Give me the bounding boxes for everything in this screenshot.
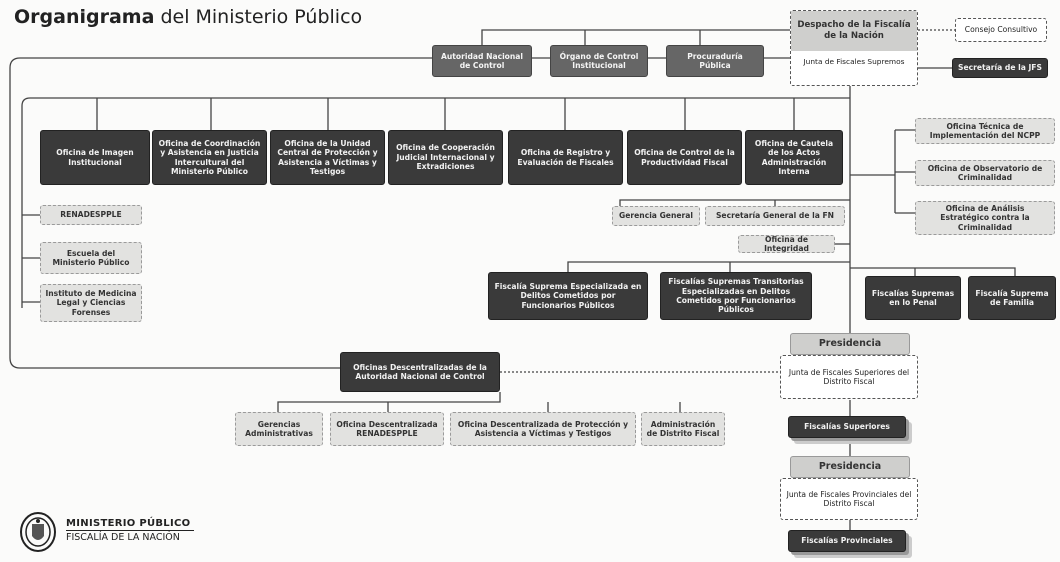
oficina-tecnica-ncpp: Oficina Técnica de Implementación del NC… (915, 118, 1055, 144)
presidencia-superior: Presidencia (790, 333, 910, 355)
oficina-analisis: Oficina de Análisis Estratégico contra l… (915, 201, 1055, 235)
organo-control: Órgano de Control Institucional (550, 45, 648, 77)
junta-supremos-label: Junta de Fiscales Supremos (803, 57, 905, 66)
junta-fiscales-superiores: Junta de Fiscales Superiores del Distrit… (780, 355, 918, 399)
escuela-ministerio: Escuela del Ministerio Público (40, 242, 142, 274)
title-bold: Organigrama (14, 6, 155, 28)
coat-of-arms-icon (20, 512, 56, 552)
despacho-label: Despacho de la Fiscalía de la Nación (791, 11, 917, 51)
oficina-control-productividad: Oficina de Control de la Productividad F… (627, 130, 742, 185)
presidencia-provincial: Presidencia (790, 456, 910, 478)
page-title: Organigrama del Ministerio Público (14, 6, 362, 28)
oficina-cautela: Oficina de Cautela de los Actos Administ… (745, 130, 843, 185)
consejo-consultivo: Consejo Consultivo (955, 18, 1047, 42)
oficina-integridad: Oficina de Integridad (738, 235, 835, 253)
oficina-descentralizada-proteccion: Oficina Descentralizada de Protección y … (450, 412, 636, 446)
gerencias-administrativas: Gerencias Administrativas (235, 412, 323, 446)
administracion-distrito: Administración de Distrito Fiscal (641, 412, 725, 446)
oficina-coordinacion: Oficina de Coordinación y Asistencia en … (152, 130, 267, 185)
oficina-proteccion-victimas: Oficina de la Unidad Central de Protecci… (270, 130, 385, 185)
autoridad-nacional-control: Autoridad Nacional de Control (432, 45, 532, 77)
fiscalias-supremas-penal: Fiscalías Supremas en lo Penal (865, 276, 961, 320)
fiscalias-superiores: Fiscalías Superiores (788, 416, 906, 438)
instituto-medicina-legal: Instituto de Medicina Legal y Ciencias F… (40, 284, 142, 322)
renadespple: RENADESPPLE (40, 205, 142, 225)
fiscalia-suprema-familia: Fiscalía Suprema de Familia (968, 276, 1056, 320)
oficina-imagen: Oficina de Imagen Institucional (40, 130, 150, 185)
ministerio-logo: MINISTERIO PÚBLICO FISCALÍA DE LA NACIÓN (18, 512, 208, 552)
junta-fiscales-provinciales: Junta de Fiscales Provinciales del Distr… (780, 478, 918, 520)
gerencia-general: Gerencia General (612, 206, 700, 226)
logo-line2: FISCALÍA DE LA NACIÓN (66, 532, 180, 543)
secretaria-general-fn: Secretaría General de la FN (705, 206, 845, 226)
title-rest: del Ministerio Público (154, 6, 363, 28)
procuraduria: Procuraduría Pública (666, 45, 764, 77)
despacho-fiscalia: Despacho de la Fiscalía de la Nación Jun… (790, 10, 918, 86)
logo-rule (66, 530, 194, 531)
fiscalia-suprema-especializada: Fiscalía Suprema Especializada en Delito… (488, 272, 648, 320)
oficina-registro: Oficina de Registro y Evaluación de Fisc… (508, 130, 623, 185)
fiscalias-supremas-transitorias: Fiscalías Supremas Transitorias Especial… (660, 272, 812, 320)
logo-line1: MINISTERIO PÚBLICO (66, 518, 191, 529)
fiscalias-provinciales: Fiscalías Provinciales (788, 530, 906, 552)
oficina-descentralizada-renadespple: Oficina Descentralizada RENADESPPLE (330, 412, 444, 446)
oficinas-descentralizadas: Oficinas Descentralizadas de la Autorida… (340, 352, 500, 392)
secretaria-jfs: Secretaría de la JFS (952, 58, 1048, 78)
oficina-cooperacion: Oficina de Cooperación Judicial Internac… (388, 130, 503, 185)
oficina-observatorio: Oficina de Observatorio de Criminalidad (915, 160, 1055, 186)
